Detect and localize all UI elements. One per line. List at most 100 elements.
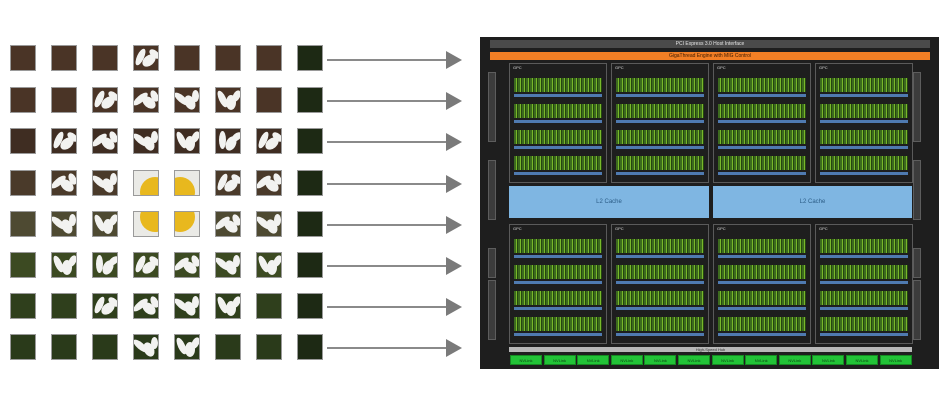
image-patch	[51, 128, 77, 154]
arrow-shaft	[327, 347, 447, 349]
sm-strip	[616, 317, 704, 331]
sm-strip	[718, 130, 806, 144]
image-patch	[92, 128, 118, 154]
gpc-label: GPC	[717, 65, 726, 70]
image-patch	[51, 293, 77, 319]
arrow-shaft	[327, 265, 447, 267]
image-patch	[92, 334, 118, 360]
image-patch	[297, 87, 323, 113]
sm-strip	[514, 291, 602, 305]
image-patch	[10, 211, 36, 237]
flower-center-shape	[175, 212, 195, 232]
sm-strip	[820, 317, 908, 331]
petal-shape	[192, 296, 199, 308]
petal-shape	[267, 260, 277, 275]
image-patch	[174, 87, 200, 113]
sm-divider	[718, 120, 806, 123]
gpc-block: GPC	[713, 63, 811, 183]
arrow-shaft	[327, 100, 447, 102]
image-patch	[174, 334, 200, 360]
gpc-label: GPC	[717, 226, 726, 231]
image-patch	[174, 128, 200, 154]
arrow-shaft	[327, 224, 447, 226]
sm-divider	[820, 333, 908, 336]
l2-cache-left: L2 Cache	[509, 186, 709, 218]
arrow-head-icon	[446, 216, 462, 234]
petal-shape	[185, 136, 195, 151]
arrow-head-icon	[446, 51, 462, 69]
image-patch	[297, 45, 323, 71]
image-patch	[51, 45, 77, 71]
sm-divider	[616, 120, 704, 123]
image-patch	[92, 45, 118, 71]
petal-shape	[69, 214, 76, 226]
petal-shape	[226, 95, 236, 110]
sm-divider	[820, 172, 908, 175]
image-patch	[92, 293, 118, 319]
image-patch	[215, 211, 241, 237]
gpc-label: GPC	[819, 226, 828, 231]
sm-strip	[820, 130, 908, 144]
image-patch	[133, 252, 159, 278]
sm-divider	[514, 281, 602, 284]
sm-strip	[718, 265, 806, 279]
petal-shape	[230, 295, 240, 309]
image-patch	[10, 87, 36, 113]
sm-divider	[820, 120, 908, 123]
image-patch	[297, 128, 323, 154]
nvlink-block: NVLink	[846, 355, 878, 365]
nvlink-block: NVLink	[510, 355, 542, 365]
sm-divider	[616, 333, 704, 336]
memory-controller-block	[488, 248, 496, 278]
image-patch	[215, 293, 241, 319]
petal-shape	[110, 173, 117, 185]
nvlink-block: NVLink	[778, 355, 811, 365]
sm-strip	[514, 78, 602, 92]
petal-shape	[103, 219, 113, 234]
gpc-block: GPC	[509, 224, 607, 344]
nvlink-block: NVLink	[745, 355, 778, 365]
petal-shape	[189, 336, 199, 350]
sm-divider	[616, 146, 704, 149]
sm-divider	[616, 94, 704, 97]
image-patch	[297, 334, 323, 360]
arrow-shaft	[327, 183, 447, 185]
gpc-block: GPC	[509, 63, 607, 183]
high-speed-hub-bar: High-Speed Hub	[509, 347, 912, 352]
l2-cache-right: L2 Cache	[713, 186, 912, 218]
petal-shape	[107, 213, 117, 227]
sm-divider	[820, 94, 908, 97]
nvlink-block: NVLink	[610, 355, 643, 365]
image-patch	[51, 211, 77, 237]
petal-shape	[96, 255, 103, 273]
sm-divider	[820, 307, 908, 310]
image-patch	[215, 252, 241, 278]
gpc-label: GPC	[513, 65, 522, 70]
sm-strip	[514, 317, 602, 331]
image-patch	[133, 87, 159, 113]
sm-strip	[514, 265, 602, 279]
sm-divider	[718, 172, 806, 175]
image-patch	[10, 293, 36, 319]
sm-divider	[616, 281, 704, 284]
image-patch	[297, 211, 323, 237]
gpc-block: GPC	[815, 224, 913, 344]
image-patch	[133, 211, 159, 237]
memory-controller-block	[913, 280, 921, 340]
sm-strip	[718, 291, 806, 305]
image-patch	[215, 45, 241, 71]
memory-controller-block	[488, 280, 496, 340]
petal-shape	[185, 342, 195, 357]
image-patch	[10, 170, 36, 196]
image-patch	[256, 87, 282, 113]
petal-shape	[189, 130, 199, 144]
flower-center-shape	[140, 177, 158, 195]
l2-divider	[709, 188, 713, 216]
sm-strip	[820, 104, 908, 118]
memory-controller-block	[488, 72, 496, 142]
sm-divider	[514, 255, 602, 258]
image-patch	[92, 252, 118, 278]
sm-strip	[616, 265, 704, 279]
image-patch	[92, 87, 118, 113]
gpc-label: GPC	[615, 65, 624, 70]
